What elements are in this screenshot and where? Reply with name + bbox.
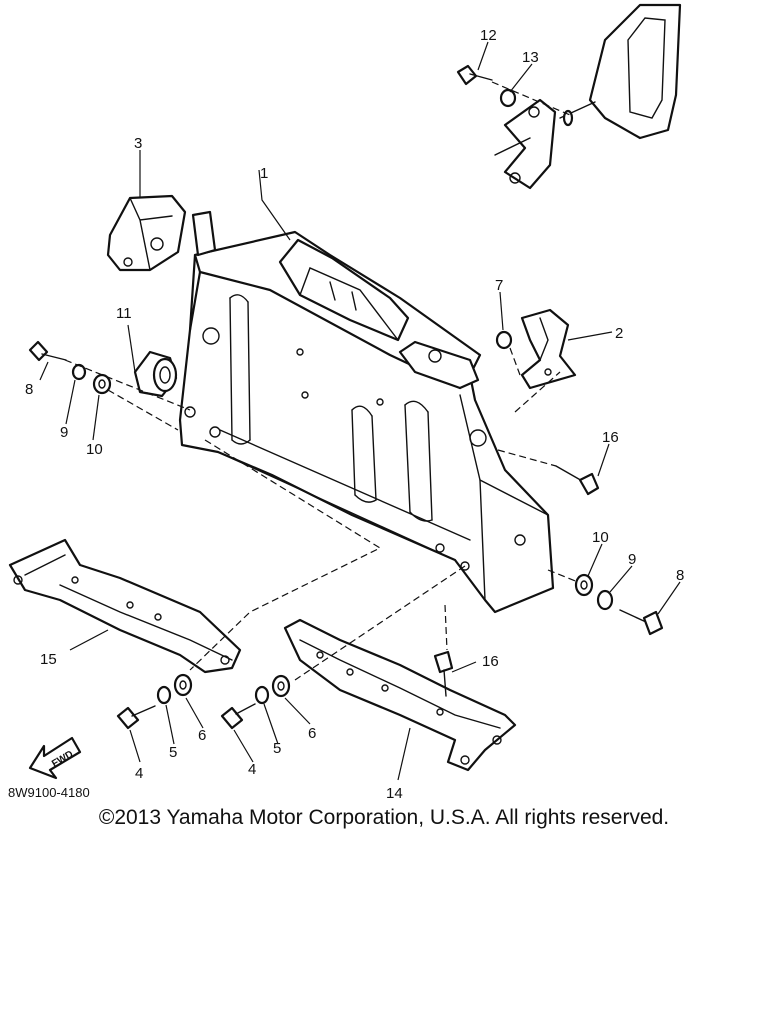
- part-label-4b: 4: [248, 761, 256, 778]
- part-label-8a: 8: [25, 381, 33, 398]
- part-label-7: 7: [495, 277, 503, 294]
- bolt-8-left: [28, 340, 67, 362]
- washer-6-right: [271, 674, 291, 698]
- part-label-4a: 4: [135, 765, 143, 782]
- part-label-2: 2: [615, 325, 623, 342]
- part-label-11: 11: [116, 305, 132, 322]
- part-label-12: 12: [480, 27, 497, 44]
- part-label-10a: 10: [86, 441, 103, 458]
- bolt-4-right: [220, 703, 256, 730]
- part-label-1: 1: [260, 165, 268, 182]
- part-label-5b: 5: [273, 740, 281, 757]
- mount-bracket-2: [520, 308, 577, 390]
- part-label-9b: 9: [628, 551, 636, 568]
- part-label-16a: 16: [602, 429, 619, 446]
- part-label-14: 14: [386, 785, 403, 800]
- part-label-9a: 9: [60, 424, 68, 441]
- bolt-8-right: [619, 609, 664, 636]
- part-label-13: 13: [522, 49, 539, 66]
- washer-5-left: [156, 685, 172, 705]
- washer-10-left: [92, 373, 112, 395]
- drawing-code: 8W9100-4180: [8, 785, 90, 800]
- washer-9-right: [596, 589, 614, 611]
- bolt-12: [456, 64, 493, 86]
- nut-7: [495, 330, 513, 350]
- part-label-10b: 10: [592, 529, 609, 546]
- part-label-3: 3: [134, 135, 142, 152]
- bolt-4-left: [116, 705, 156, 730]
- copyright-notice: ©2013 Yamaha Motor Corporation, U.S.A. A…: [98, 806, 670, 829]
- assembly-guides: [64, 81, 579, 681]
- leader-lines: [39, 41, 681, 781]
- mount-bracket-3: [106, 194, 187, 272]
- washer-10-right: [574, 573, 594, 597]
- crossmember-14: [283, 618, 517, 772]
- part-label-6a: 6: [198, 727, 206, 744]
- washer-6-left: [173, 673, 193, 697]
- part-label-8b: 8: [676, 567, 684, 584]
- part-label-15: 15: [40, 651, 57, 668]
- bolt-16-right: [555, 465, 600, 496]
- parts-diagram: FWD 1 2 3 4 4 5 5 6 6 7 8 8 9 9 10 10 11…: [8, 3, 684, 800]
- rubber-mount-11: [133, 350, 178, 398]
- part-label-5a: 5: [169, 744, 177, 761]
- main-frame: [178, 210, 555, 614]
- bolt-16-lower: [433, 650, 454, 697]
- part-labels: 1 2 3 4 4 5 5 6 6 7 8 8 9 9 10 10 11 12 …: [25, 27, 684, 800]
- washer-5-right: [254, 685, 270, 705]
- crossmember-15: [8, 538, 242, 674]
- washer-9-left: [71, 363, 87, 381]
- forward-arrow-icon: FWD: [28, 736, 82, 780]
- nut-13: [499, 88, 517, 108]
- part-label-16b: 16: [482, 653, 499, 670]
- handle-assembly: [494, 3, 682, 190]
- part-label-6b: 6: [308, 725, 316, 742]
